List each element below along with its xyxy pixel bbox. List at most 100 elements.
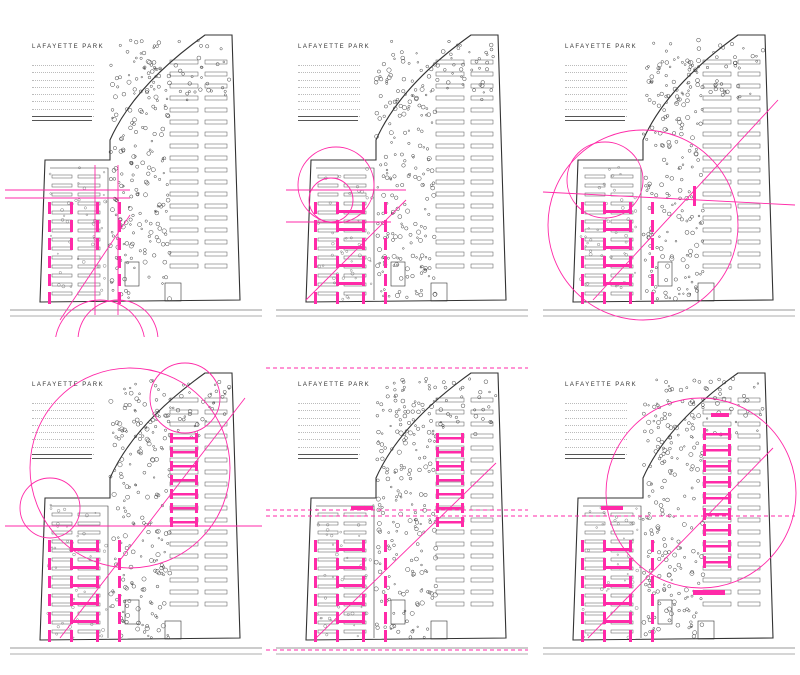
highlight-building: [629, 594, 632, 606]
highlight-building: [336, 576, 339, 588]
highlight-building: [362, 220, 365, 232]
highlight-building: [48, 576, 51, 588]
scale-bar: [298, 454, 358, 459]
highlight-building: [314, 292, 317, 304]
highlight-building: [629, 576, 632, 588]
legend-row: [565, 442, 627, 448]
tree-cluster: [579, 37, 766, 302]
highlight-building: [603, 210, 629, 213]
highlight-building: [703, 460, 706, 472]
legend-row: [565, 89, 627, 96]
highlight-building: [651, 274, 654, 286]
site-plan: [276, 34, 528, 317]
highlight-building: [651, 202, 654, 214]
highlight-building: [96, 630, 99, 642]
highlight-building: [438, 479, 462, 482]
highlight-building: [48, 292, 51, 304]
site-boundary: [305, 34, 507, 303]
highlight-building: [336, 210, 362, 213]
geometry-line: [542, 191, 796, 206]
highlight-building: [581, 558, 584, 570]
highlight-building: [70, 238, 73, 250]
highlight-building: [70, 612, 73, 624]
site-boundary: [39, 34, 241, 303]
legend-row: [32, 82, 94, 88]
highlight-building: [314, 540, 317, 552]
highlight-building: [438, 507, 462, 510]
highlight-building: [603, 630, 606, 642]
highlight-building: [436, 461, 439, 471]
legend-row: [298, 96, 360, 103]
highlight-building: [314, 220, 317, 232]
highlight-building: [384, 292, 387, 304]
highlight-building: [603, 558, 606, 570]
highlight-building: [336, 256, 339, 268]
highlight-building: [314, 630, 317, 642]
highlight-building: [629, 558, 632, 570]
highlight-building: [461, 503, 464, 513]
highlight-building: [461, 517, 464, 527]
highlight-building: [705, 513, 729, 516]
highlight-building: [703, 540, 706, 552]
highlight-building: [118, 202, 121, 214]
highlight-building: [170, 517, 173, 527]
highlight-building: [314, 274, 317, 286]
block-line: [316, 505, 375, 638]
highlight-building: [96, 576, 99, 588]
highlight-building: [70, 584, 96, 587]
highlight-building: [170, 447, 173, 457]
highlight-building: [314, 594, 317, 606]
legend-row: [32, 96, 94, 103]
highlight-building: [651, 256, 654, 268]
legend-row: [32, 67, 94, 74]
highlight-building: [603, 292, 606, 304]
highlight-building: [172, 451, 196, 454]
highlight-building: [70, 630, 73, 642]
highlight-building: [651, 540, 654, 552]
legend-row: [565, 398, 627, 404]
highlight-building: [693, 590, 725, 595]
highlight-building: [314, 256, 317, 268]
highlight-building: [314, 612, 317, 624]
highlight-building: [629, 292, 632, 304]
highlight-building: [48, 540, 51, 552]
geometry-circle: [149, 362, 221, 434]
highlight-building: [705, 449, 729, 452]
highlight-building: [362, 630, 365, 642]
highlight-building: [48, 238, 51, 250]
diagram-panel-2: LAFAYETTE PARK: [266, 0, 532, 337]
highlight-building: [48, 202, 51, 214]
geometry-circle: [55, 299, 145, 337]
highlight-building: [651, 220, 654, 232]
legend-row: [298, 75, 360, 81]
building-rows: [51, 397, 228, 640]
highlight-building: [70, 620, 96, 623]
highlight-building: [651, 576, 654, 588]
geometry-circle: [77, 299, 159, 337]
highlight-building: [603, 220, 606, 232]
geometry-line: [587, 447, 774, 639]
highlight-building: [195, 503, 198, 513]
highlight-building: [170, 489, 173, 499]
legend-row: [565, 75, 627, 81]
block-line: [50, 505, 109, 638]
highlight-building: [48, 274, 51, 286]
highlight-building: [336, 238, 339, 250]
highlight-building: [172, 437, 196, 440]
highlight-building: [362, 202, 365, 214]
highlight-building: [384, 274, 387, 286]
highlight-building: [118, 630, 121, 642]
highlight-building: [118, 540, 121, 552]
highlight-building: [728, 444, 731, 456]
highlight-building: [603, 612, 606, 624]
highlight-building: [96, 540, 99, 552]
highlight-building: [651, 558, 654, 570]
highlight-building: [629, 612, 632, 624]
block-line: [583, 167, 642, 300]
highlight-building: [728, 524, 731, 536]
highlight-building: [651, 594, 654, 606]
geometry-circle: [566, 141, 644, 219]
highlight-building: [118, 256, 121, 268]
geometry-circle: [605, 397, 797, 589]
geometry-circle: [29, 367, 231, 569]
